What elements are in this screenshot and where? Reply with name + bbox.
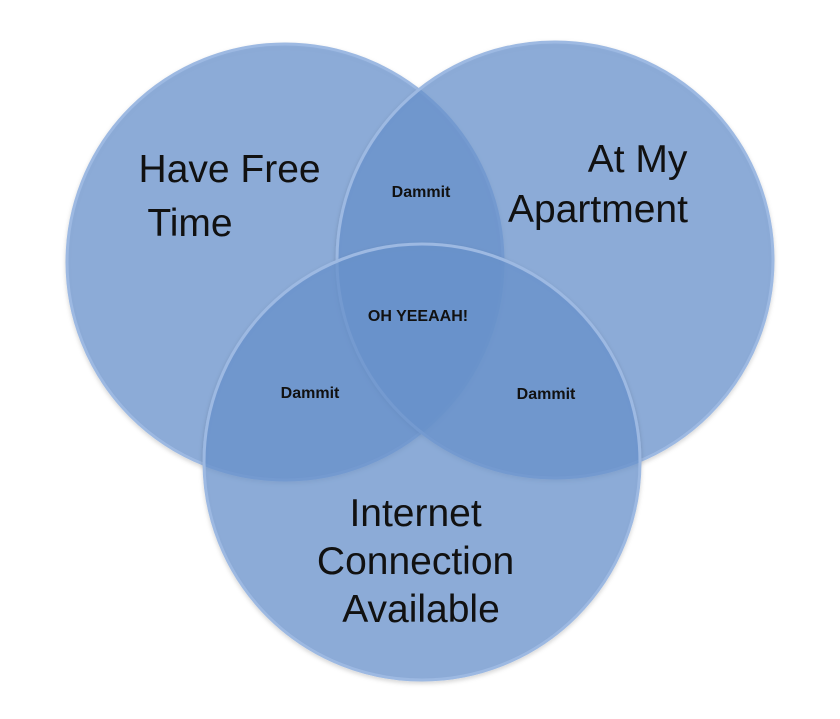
- label-at-my-apartment: At My Apartment: [508, 138, 698, 231]
- label-center-overlap: OH YEEAAH!: [368, 308, 468, 325]
- label-have-free-time: Have Free Time: [139, 148, 332, 245]
- label-internet-line-2: Connection: [317, 540, 514, 583]
- label-have-free-time-line-1: Have Free: [139, 148, 321, 191]
- label-at-my-apartment-line-2: Apartment: [508, 188, 688, 231]
- label-free-time-internet-overlap: Dammit: [281, 385, 340, 402]
- label-internet-connection-available: Internet Connection Available: [317, 492, 525, 631]
- label-at-my-apartment-line-1: At My: [588, 138, 688, 181]
- circle-internet-connection: [202, 242, 642, 682]
- label-internet-line-1: Internet: [349, 492, 481, 535]
- label-free-time-apartment-overlap: Dammit: [392, 184, 451, 201]
- label-apartment-internet-overlap: Dammit: [517, 386, 576, 403]
- label-internet-line-3: Available: [342, 588, 500, 631]
- label-have-free-time-line-2: Time: [147, 202, 232, 245]
